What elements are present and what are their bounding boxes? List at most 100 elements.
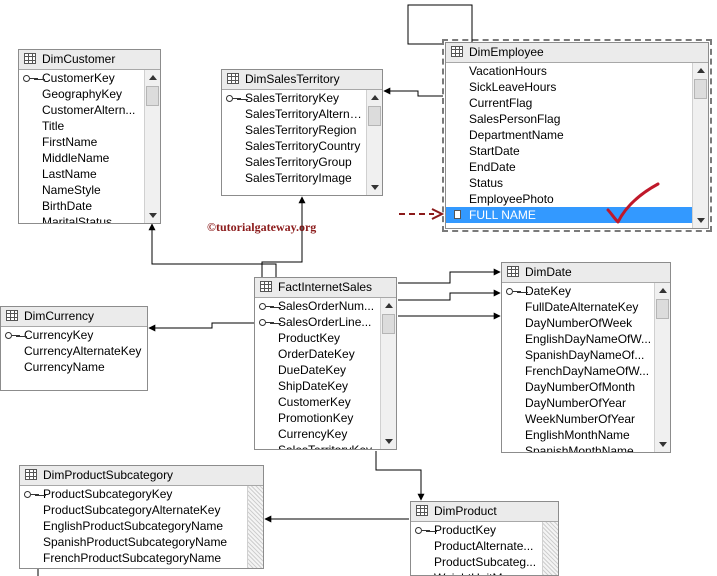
column-firstname[interactable]: FirstName — [19, 134, 144, 150]
column-promotionkey[interactable]: PromotionKey — [255, 410, 380, 426]
column-spanishmonthname[interactable]: SpanishMonthName — [502, 443, 654, 452]
vertical-scrollbar[interactable] — [366, 90, 382, 195]
column-currencyname[interactable]: CurrencyName — [1, 359, 147, 375]
column-orderdatekey[interactable]: OrderDateKey — [255, 346, 380, 362]
column-salesterritoryregion[interactable]: SalesTerritoryRegion — [222, 122, 366, 138]
column-startdate[interactable]: StartDate — [446, 143, 692, 159]
column-currencykey[interactable]: CurrencyKey — [1, 327, 147, 343]
column-duedatekey[interactable]: DueDateKey — [255, 362, 380, 378]
column-productsubcateg[interactable]: ProductSubcateg... — [411, 554, 542, 570]
column-middlename[interactable]: MiddleName — [19, 150, 144, 166]
scroll-thumb[interactable] — [656, 299, 669, 319]
column-customerkey[interactable]: CustomerKey — [19, 70, 144, 86]
column-spanishproductsubcategoryname[interactable]: SpanishProductSubcategoryName — [20, 534, 247, 550]
scroll-up-icon[interactable] — [381, 298, 396, 313]
table-header[interactable]: DimCurrency — [1, 307, 147, 327]
column-weightunitmeasurecode[interactable]: WeightUnitMeasureCode — [411, 570, 542, 575]
scroll-up-icon[interactable] — [693, 63, 708, 78]
table-header[interactable]: DimCustomer — [19, 50, 160, 70]
column-salesordernum[interactable]: SalesOrderNum... — [255, 298, 380, 314]
scroll-down-icon[interactable] — [381, 434, 396, 449]
table-header[interactable]: DimDate — [502, 263, 670, 283]
table-header[interactable]: DimSalesTerritory — [222, 70, 382, 90]
column-frenchdaynameofw[interactable]: FrenchDayNameOfW... — [502, 363, 654, 379]
column-daynumberofweek[interactable]: DayNumberOfWeek — [502, 315, 654, 331]
column-englishdaynameofw[interactable]: EnglishDayNameOfW... — [502, 331, 654, 347]
scroll-down-icon[interactable] — [655, 437, 670, 452]
scroll-thumb[interactable] — [146, 86, 159, 106]
column-daynumberofmonth[interactable]: DayNumberOfMonth — [502, 379, 654, 395]
column-currencykey[interactable]: CurrencyKey — [255, 426, 380, 442]
table-header[interactable]: FactInternetSales — [255, 278, 396, 298]
column-maritalstatus[interactable]: MaritalStatus — [19, 214, 144, 223]
column-title[interactable]: Title — [19, 118, 144, 134]
column-sickleavehours[interactable]: SickLeaveHours — [446, 79, 692, 95]
column-salesterritoryimage[interactable]: SalesTerritoryImage — [222, 170, 366, 186]
column-spanishdaynameof[interactable]: SpanishDayNameOf... — [502, 347, 654, 363]
vertical-scrollbar[interactable] — [654, 283, 670, 452]
column-salesterritoryalternat[interactable]: SalesTerritoryAlternat... — [222, 106, 366, 122]
column-departmentname[interactable]: DepartmentName — [446, 127, 692, 143]
vertical-scrollbar[interactable] — [692, 63, 708, 228]
column-productkey[interactable]: ProductKey — [255, 330, 380, 346]
column-daynumberofyear[interactable]: DayNumberOfYear — [502, 395, 654, 411]
scroll-down-icon[interactable] — [367, 180, 382, 195]
column-customerkey[interactable]: CustomerKey — [255, 394, 380, 410]
column-list[interactable]: SalesOrderNum...SalesOrderLine...Product… — [255, 298, 396, 449]
column-currencyalternatekey[interactable]: CurrencyAlternateKey — [1, 343, 147, 359]
column-full-name[interactable]: FULL NAME — [446, 207, 692, 223]
table-header[interactable]: DimProduct — [411, 502, 558, 522]
scroll-down-icon[interactable] — [145, 208, 160, 223]
scroll-up-icon[interactable] — [145, 70, 160, 85]
column-salespersonflag[interactable]: SalesPersonFlag — [446, 111, 692, 127]
table-header[interactable]: DimProductSubcategory — [20, 466, 263, 486]
scroll-thumb[interactable] — [368, 106, 381, 126]
column-shipdatekey[interactable]: ShipDateKey — [255, 378, 380, 394]
column-productsubcategoryalternatekey[interactable]: ProductSubcategoryAlternateKey — [20, 502, 247, 518]
column-frenchproductsubcategoryname[interactable]: FrenchProductSubcategoryName — [20, 550, 247, 566]
column-salesorderline[interactable]: SalesOrderLine... — [255, 314, 380, 330]
column-englishmonthname[interactable]: EnglishMonthName — [502, 427, 654, 443]
column-vacationhours[interactable]: VacationHours — [446, 63, 692, 79]
scroll-thumb[interactable] — [694, 79, 707, 99]
scroll-up-icon[interactable] — [655, 283, 670, 298]
column-salesterritorygroup[interactable]: SalesTerritoryGroup — [222, 154, 366, 170]
column-currentflag[interactable]: CurrentFlag — [446, 95, 692, 111]
scroll-down-icon[interactable] — [693, 213, 708, 228]
column-customeraltern[interactable]: CustomerAltern... — [19, 102, 144, 118]
column-salesterritorykey[interactable]: SalesTerritoryKey — [222, 90, 366, 106]
column-productsubcategorykey[interactable]: ProductSubcategoryKey — [20, 486, 247, 502]
column-lastname[interactable]: LastName — [19, 166, 144, 182]
table-header[interactable]: DimEmployee — [446, 43, 708, 63]
column-geographykey[interactable]: GeographyKey — [19, 86, 144, 102]
column-productkey[interactable]: ProductKey — [411, 522, 542, 538]
column-englishproductsubcategoryname[interactable]: EnglishProductSubcategoryName — [20, 518, 247, 534]
column-namestyle[interactable]: NameStyle — [19, 182, 144, 198]
column-salesterritorykey[interactable]: SalesTerritoryKey — [255, 442, 380, 449]
column-fulldatealternatekey[interactable]: FullDateAlternateKey — [502, 299, 654, 315]
column-enddate[interactable]: EndDate — [446, 159, 692, 175]
column-birthdate[interactable]: BirthDate — [19, 198, 144, 214]
vertical-scrollbar[interactable] — [380, 298, 396, 449]
scroll-up-icon[interactable] — [367, 90, 382, 105]
vertical-scrollbar[interactable] — [542, 522, 558, 575]
column-weeknumberofyear[interactable]: WeekNumberOfYear — [502, 411, 654, 427]
column-datekey[interactable]: DateKey — [502, 283, 654, 299]
column-productalternate[interactable]: ProductAlternate... — [411, 538, 542, 554]
vertical-scrollbar[interactable] — [144, 70, 160, 223]
vertical-scrollbar[interactable] — [247, 486, 263, 568]
